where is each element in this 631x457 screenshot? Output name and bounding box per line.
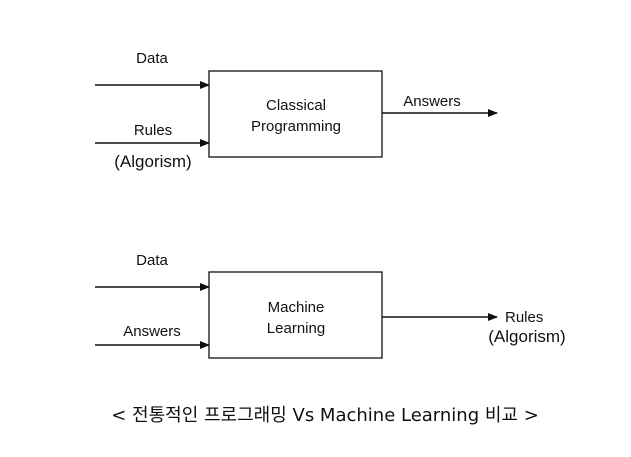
ml-rules-label: Rules: [505, 309, 543, 326]
ml-answers-label: Answers: [123, 323, 181, 340]
machine-learning-diagram: Data Answers Machine Learning Rules (Alg…: [95, 252, 566, 359]
classical-rules-note: (Algorism): [114, 152, 191, 171]
diagram-caption: < 전통적인 프로그래밍 Vs Machine Learning 비교 >: [111, 405, 539, 426]
classical-programming-diagram: Data Rules (Algorism) Classical Programm…: [95, 50, 498, 171]
classical-box-line1: Classical: [266, 97, 326, 114]
classical-programming-box: [208, 70, 383, 158]
machine-learning-box: [208, 271, 383, 359]
classical-data-label: Data: [136, 50, 168, 67]
ml-rules-note: (Algorism): [488, 327, 565, 346]
classical-box-line2: Programming: [251, 118, 341, 135]
ml-box-line1: Machine: [268, 299, 325, 316]
ml-data-label: Data: [136, 252, 168, 269]
classical-rules-label: Rules: [134, 122, 172, 139]
ml-box-line2: Learning: [267, 320, 325, 337]
classical-answers-label: Answers: [403, 93, 461, 110]
